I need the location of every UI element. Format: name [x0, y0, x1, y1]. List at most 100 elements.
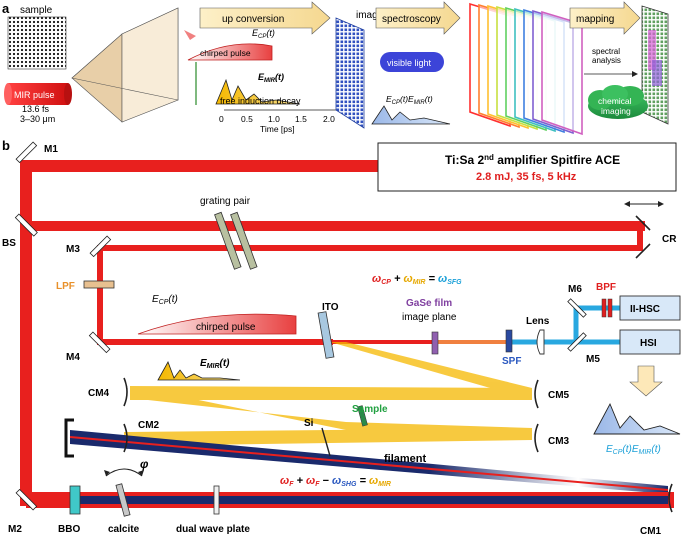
cm5-label: CM5 [548, 390, 570, 401]
mirror-m6-label: M6 [568, 284, 582, 295]
laser-box: Ti:Sa 2nd amplifier Spitfire ACE 2.8 mJ,… [377, 142, 677, 192]
sample-b: Sample [352, 404, 388, 427]
chirped-pulse-label-b: chirped pulse [196, 322, 256, 333]
bbo-beam-navy [72, 496, 668, 504]
bs-label: BS [2, 238, 16, 249]
mir-pulse-cylinder: MIR pulse [4, 83, 72, 105]
cr-arrow-left-icon [624, 201, 630, 207]
visible-light-pill: visible light [380, 52, 444, 72]
lpf-label: LPF [56, 281, 75, 292]
cm3-label: CM3 [548, 436, 570, 447]
si-label: Si [304, 418, 314, 429]
wavelength-range: 3–30 μm [20, 114, 55, 124]
up-conversion-label: up conversion [222, 14, 284, 25]
panel-b-label: b [2, 138, 10, 153]
sfg-equation: ωCP + ωMIR = ωSFG [372, 273, 462, 286]
time-tick: 2.0 [323, 114, 335, 124]
time-axis-label: Time [ps] [260, 124, 295, 134]
chemical-label-2: imaging [601, 106, 631, 116]
mir-pulse-label: MIR pulse [14, 90, 55, 100]
gase-film: GaSe film image plane [402, 298, 457, 355]
lens-label: Lens [526, 316, 550, 327]
fid-label: free induction decay [220, 96, 301, 106]
spf-label: SPF [502, 356, 521, 367]
ito-label: ITO [322, 302, 339, 313]
mapping-label: mapping [576, 14, 614, 25]
chemical-imaging-cloud: chemical imaging [588, 85, 648, 119]
ecp-label-b: ECP(t) [152, 294, 178, 306]
bbo-label: BBO [58, 524, 80, 535]
ito-window: ITO [317, 302, 339, 359]
projection-pyramid [71, 7, 179, 123]
emir-label-a: EMIR(t) [258, 72, 284, 84]
ii-hsc-label: II-HSC [630, 304, 660, 315]
visible-light-label: visible light [387, 58, 432, 68]
long-pass-filter: LPF [56, 280, 115, 292]
up-conversion-arrow: up conversion [199, 1, 331, 35]
grating-pair-label: grating pair [200, 196, 251, 207]
sample-label-b: Sample [352, 404, 388, 415]
panel-a-label: a [2, 1, 10, 16]
sample-dot-grid [7, 16, 67, 70]
beam-dump-icon [64, 418, 74, 458]
ecp-label-a: ECP(t) [252, 28, 275, 40]
spectral-analysis-label-1: spectral [592, 47, 620, 56]
spectral-stack [469, 2, 583, 136]
filament-label: filament [384, 453, 427, 465]
cm2-label: CM2 [138, 420, 160, 431]
ii-hsc-camera: II-HSC [619, 295, 681, 321]
dual-wave-plate-label: dual wave plate [176, 524, 250, 535]
chirped-pulse-shape [187, 43, 273, 61]
free-induction-decay-shape [215, 78, 301, 105]
dfg-equation: ωF + ωF − ωSHG = ωMIR [280, 475, 391, 488]
short-pass-filter: SPF [502, 329, 521, 367]
red-beam-paths [20, 160, 645, 506]
time-tick: 1.0 [268, 114, 280, 124]
hsi-label: HSI [640, 338, 657, 349]
curved-mirror-cm1: CM1 [640, 483, 673, 537]
mirror-m5: M5 [567, 332, 600, 365]
mirror-m2-label: M2 [8, 524, 22, 535]
bpf-label: BPF [596, 282, 616, 293]
mirror-m4-label: M4 [66, 352, 80, 363]
incoming-arrow-icon [184, 30, 196, 40]
mirror-m3: M3 [66, 235, 112, 258]
phi-rotation-arrow-icon [105, 468, 143, 477]
curved-mirror-cm3: CM3 [534, 423, 570, 453]
cm1-label: CM1 [640, 526, 662, 537]
phi-label: φ [140, 457, 149, 471]
chemical-label-1: chemical [598, 96, 632, 106]
gase-label: GaSe film [406, 298, 452, 309]
mirror-m6: M6 [567, 284, 587, 318]
image-plane-label-b: image plane [402, 312, 457, 323]
dfg-navy-beam [70, 430, 668, 494]
bbo-crystal: BBO [58, 485, 80, 535]
dfg-red-streak [69, 436, 669, 491]
analysis-arrowhead-icon [632, 71, 638, 77]
sample-label: sample [20, 5, 53, 16]
chirped-pulse-shape-b [137, 313, 297, 335]
fid-shape-b [157, 361, 241, 381]
time-tick: 0 [219, 114, 224, 124]
cr-arrow-right-icon [658, 201, 664, 207]
chirped-pulse-label: chirped pulse [200, 48, 251, 58]
ecp-emir-product-a: ECP(t)EMIR(t) [386, 94, 433, 106]
mir-beams [124, 342, 532, 446]
spectral-analysis-label-2: analysis [592, 56, 621, 65]
time-tick: 0.5 [241, 114, 253, 124]
cr-label: CR [662, 234, 677, 245]
ecp-emir-product-b: ECP(t)EMIR(t) [606, 444, 661, 456]
mirror-m2: M2 [8, 488, 38, 535]
calcite-crystal: calcite φ [104, 457, 149, 535]
band-pass-filter: BPF [596, 282, 616, 318]
laser-specs: 2.8 mJ, 35 fs, 5 kHz [476, 171, 577, 183]
mirror-m3-label: M3 [66, 244, 80, 255]
si-window: Si [304, 418, 331, 457]
chemical-image-panel [641, 5, 669, 125]
spectroscopy-arrow: spectroscopy [375, 1, 461, 35]
spectral-frame [541, 10, 583, 136]
mirror-m5-label: M5 [586, 354, 600, 365]
spectroscopy-label: spectroscopy [382, 14, 441, 25]
cm4-label: CM4 [88, 388, 110, 399]
